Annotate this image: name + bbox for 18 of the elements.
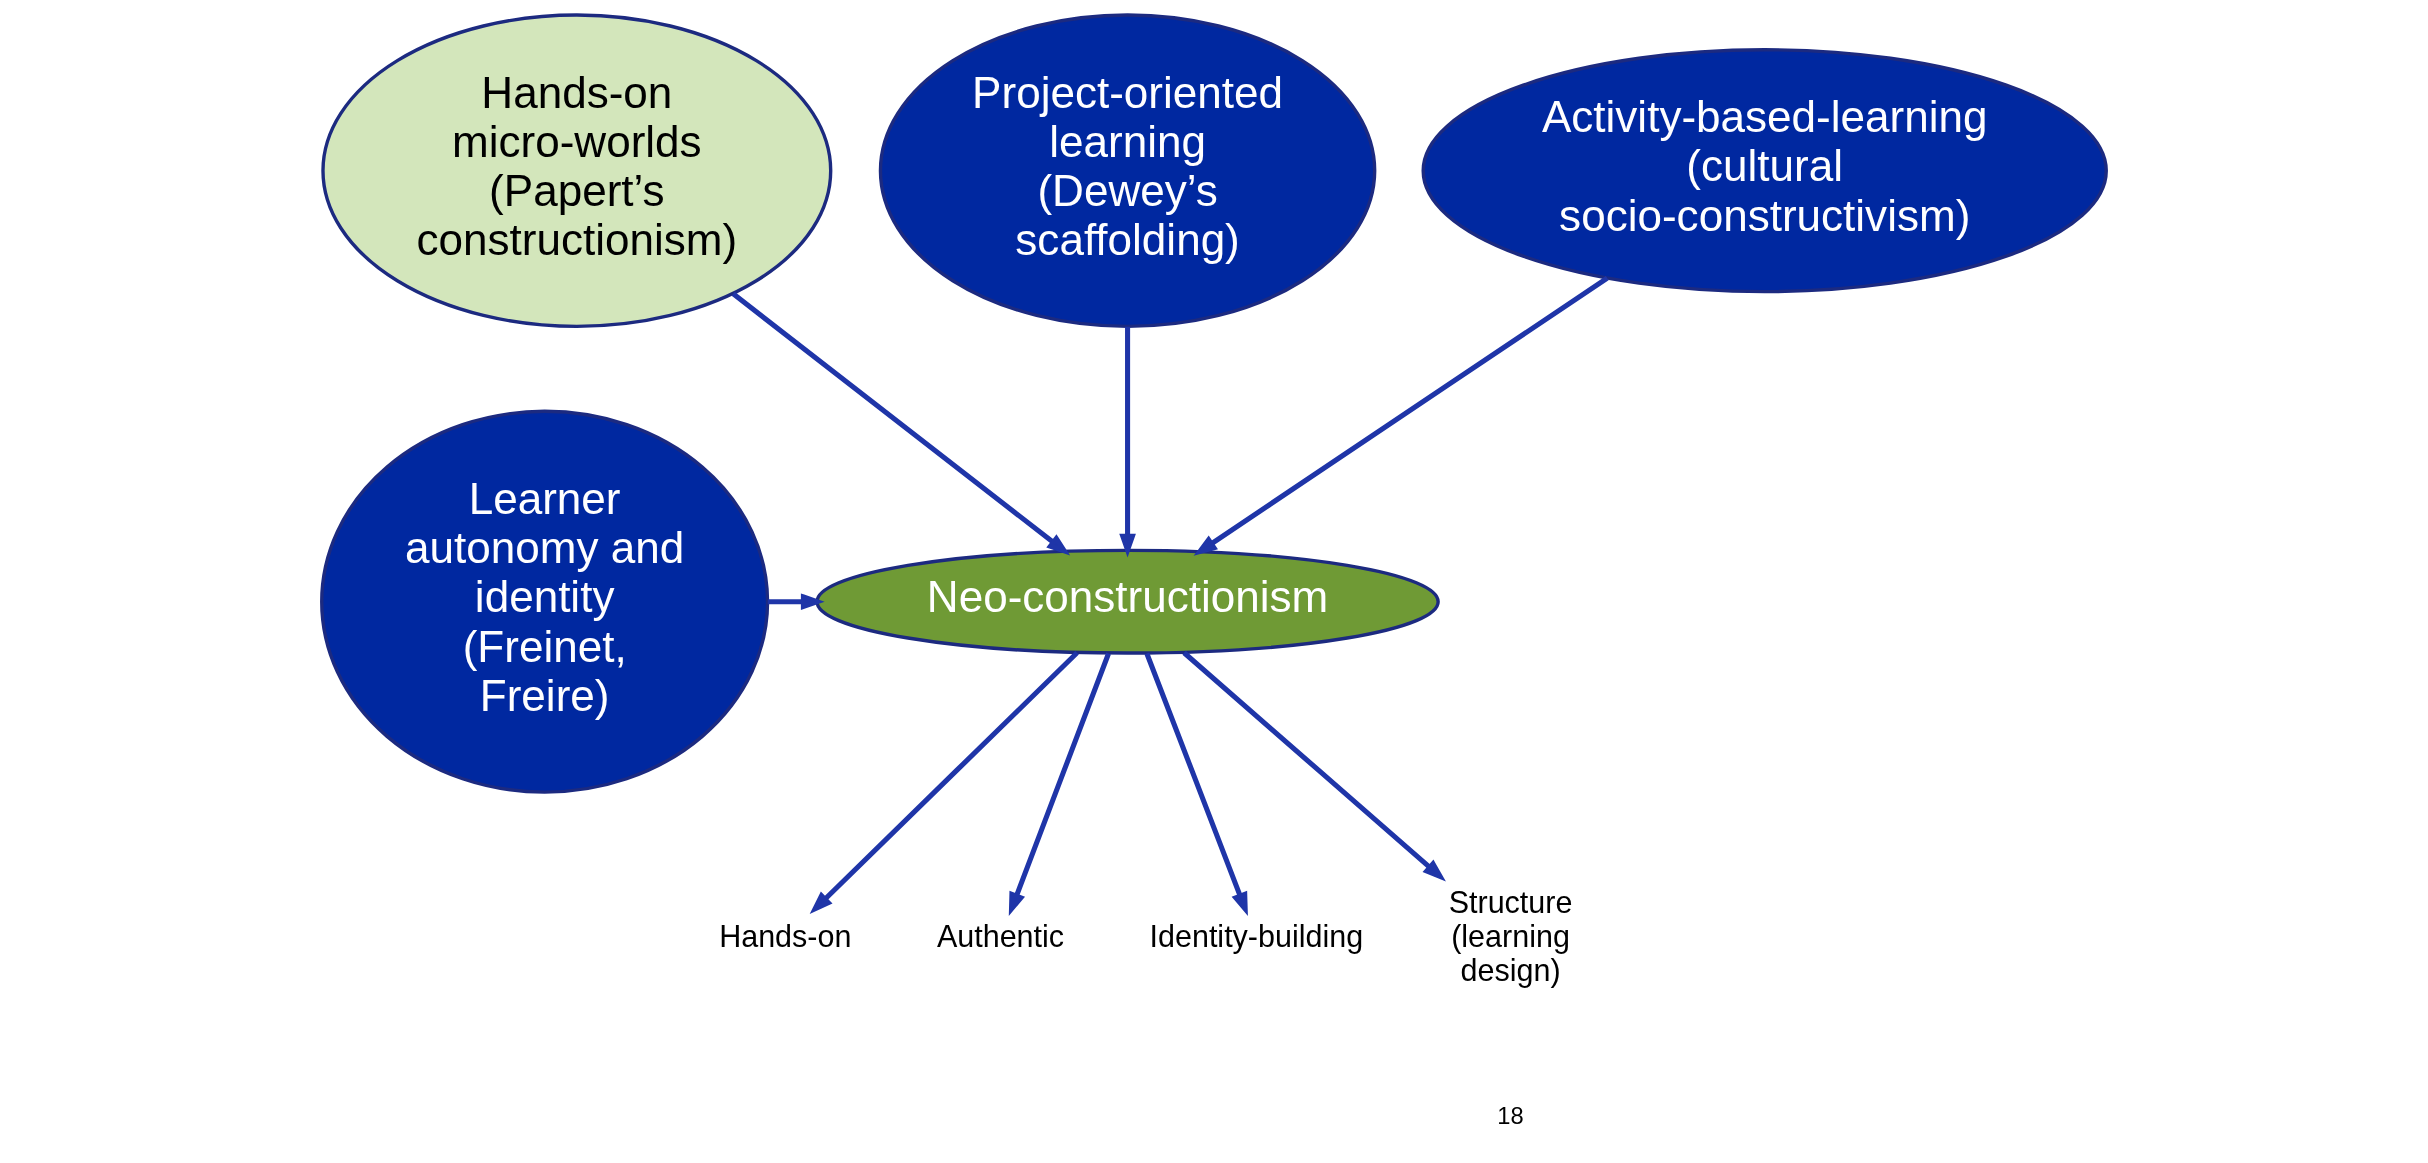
arrow <box>731 291 1071 556</box>
arrow <box>1182 650 1446 882</box>
arrow <box>1119 326 1136 558</box>
arrow <box>1193 276 1609 556</box>
node-ellipse: Learner autonomy and identity (Freinet, Freire) <box>320 409 770 794</box>
arrow <box>767 593 825 611</box>
arrow <box>1144 652 1248 917</box>
node-text: Identity-building <box>1149 919 1364 954</box>
node-ellipse: Neo-constructionism <box>815 548 1440 655</box>
node-text: Authentic <box>936 919 1065 954</box>
node-ellipse: Activity-based-learning (cultural socio-constructivism) <box>1421 48 2108 294</box>
arrow <box>809 650 1079 915</box>
node-text: Hands-on <box>719 919 852 954</box>
label: 18 <box>1497 1102 1524 1129</box>
arrow <box>1008 652 1111 917</box>
node-ellipse: Hands-on micro-worlds (Papert’s constructionism) <box>321 13 833 329</box>
node-ellipse: Project-oriented learning (Dewey’s scaffolding) <box>878 13 1377 329</box>
node-text: Structure (learning design) <box>1448 885 1573 987</box>
